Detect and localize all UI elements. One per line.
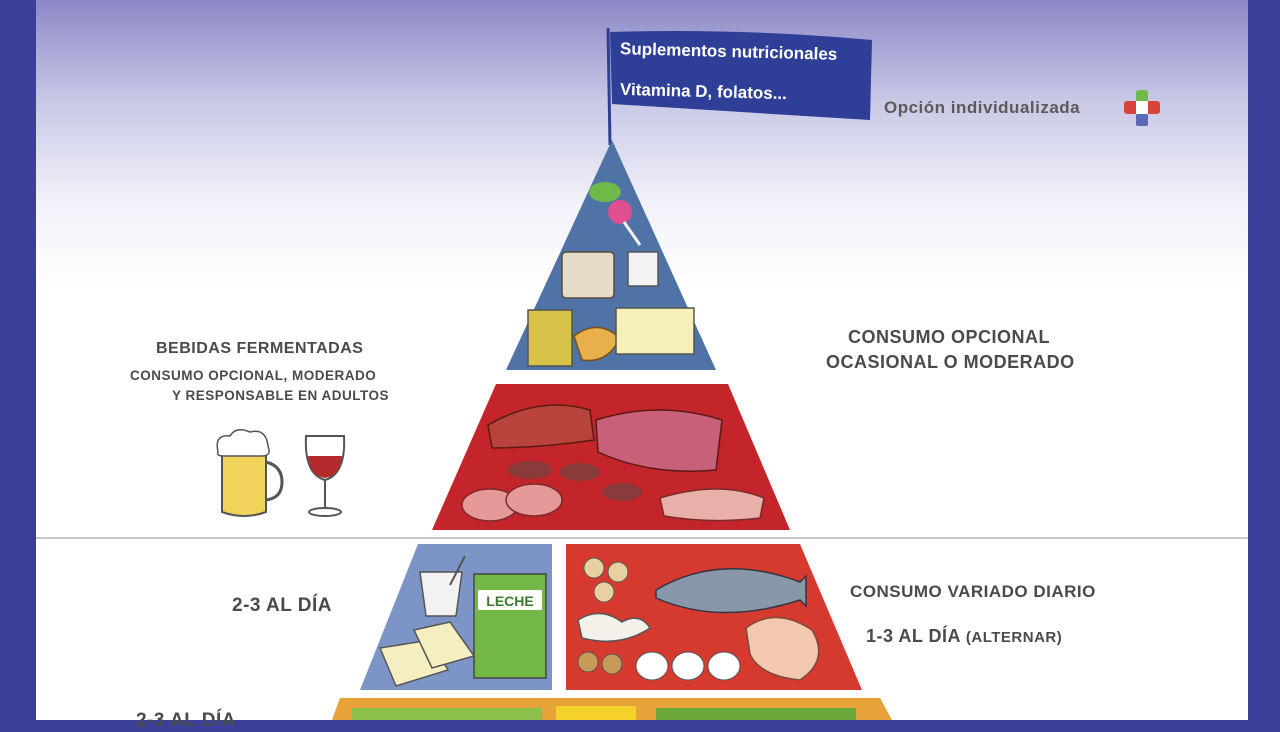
varied-consumption-line-2: 1-3 AL DÍA (ALTERNAR) bbox=[866, 626, 1062, 647]
fermented-drinks-line-2: Y RESPONSABLE EN ADULTOS bbox=[172, 388, 390, 403]
sweets-and-pastries-icon bbox=[527, 182, 695, 367]
dairy-products-icon: LECHE bbox=[378, 555, 547, 687]
optional-consumption-line-1: CONSUMO OPCIONAL bbox=[848, 327, 1051, 347]
varied-consumption-note: (ALTERNAR) bbox=[965, 629, 1063, 646]
fermented-drinks-title: BEBIDAS FERMENTADAS bbox=[156, 340, 364, 357]
individual-option-label: Opción individualizada bbox=[884, 98, 1081, 117]
greens-icon bbox=[656, 708, 856, 720]
milk-carton-label: LECHE bbox=[486, 593, 533, 609]
individual-option-cross-icon bbox=[1124, 90, 1160, 126]
fermented-drinks-line-1: CONSUMO OPCIONAL, MODERADO bbox=[130, 368, 377, 383]
wine-glass-icon bbox=[304, 435, 346, 517]
beer-mug-icon bbox=[216, 429, 284, 517]
fish-eggs-legumes-icon bbox=[577, 557, 820, 681]
varied-consumption-frequency: 1-3 AL DÍA bbox=[866, 626, 961, 646]
dairy-frequency: 2-3 AL DÍA bbox=[232, 595, 333, 616]
bottom-frequency: 2-3 AL DÍA bbox=[136, 710, 237, 731]
vegetables-icon bbox=[352, 708, 542, 720]
flag-pole bbox=[606, 27, 612, 146]
varied-consumption-line-1: CONSUMO VARIADO DIARIO bbox=[850, 582, 1096, 601]
meats-icon bbox=[461, 404, 765, 522]
supplements-flag bbox=[610, 31, 872, 120]
optional-consumption-line-2: OCASIONAL O MODERADO bbox=[826, 352, 1075, 372]
section-divider bbox=[36, 537, 1248, 539]
fruit-icon bbox=[556, 706, 636, 720]
